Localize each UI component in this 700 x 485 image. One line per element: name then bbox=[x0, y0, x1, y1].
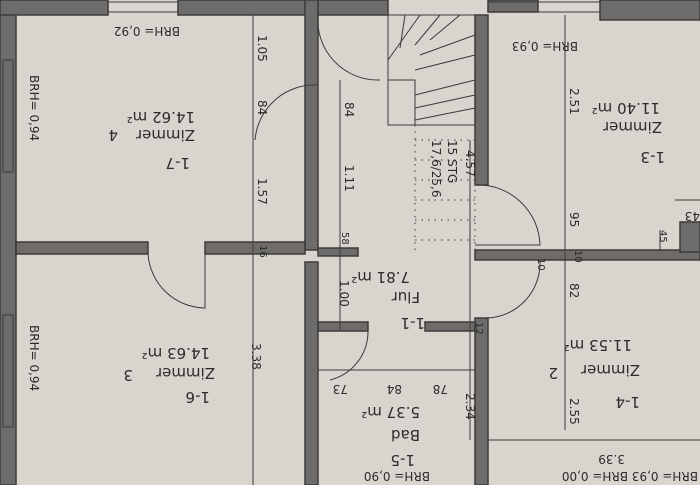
dimension-label: 84 bbox=[255, 100, 269, 115]
dimension-label: 1.00 bbox=[337, 280, 351, 307]
room-area: 7.81 m² bbox=[351, 268, 410, 286]
dimension-label: 1.11 bbox=[342, 165, 356, 192]
room-zimmer3: 1-6 Zimmer 14.63 m² 3 bbox=[123, 344, 215, 406]
room-number: 2 bbox=[548, 364, 558, 382]
room-area: 5.37 m² bbox=[361, 403, 420, 421]
brh-label: BRH= 0,90 bbox=[364, 469, 430, 483]
brh-labels: BRH= 0,92 BRH= 0,93 BRH= 0,94 BRH= 0,94 … bbox=[27, 24, 698, 483]
brh-label: BRH= 0,94 bbox=[27, 75, 41, 141]
brh-label: BRH= 0,92 bbox=[114, 24, 180, 38]
staircase bbox=[387, 14, 476, 250]
room-name: Zimmer bbox=[602, 118, 662, 136]
dimension-label: 2.55 bbox=[567, 398, 581, 425]
dimension-label: 43 bbox=[685, 209, 700, 223]
room-id: 1-3 bbox=[641, 148, 666, 166]
dimension-label: 82 bbox=[567, 283, 581, 298]
dimension-label: 1.05 bbox=[255, 35, 269, 62]
room-area: 11.40 m² bbox=[592, 99, 660, 117]
room-name: Flur bbox=[391, 288, 420, 306]
dimension-label: 2.51 bbox=[567, 88, 581, 115]
room-area: 11.53 m² bbox=[564, 336, 632, 354]
room-id: 1-1 bbox=[401, 314, 426, 332]
dimension-label: 78 bbox=[433, 382, 448, 396]
room-zimmer4: 1-7 Zimmer 14.62 m² 4 bbox=[108, 108, 195, 172]
room-area: 14.62 m² bbox=[127, 108, 195, 126]
dimension-label: 4.57 bbox=[463, 150, 477, 177]
dimension-label: 2.34 bbox=[463, 393, 477, 420]
room-id: 1-4 bbox=[616, 393, 641, 411]
dimension-label: 84 bbox=[387, 382, 402, 396]
dimension-label: 58 bbox=[339, 232, 350, 245]
dimension-label: 10 bbox=[535, 258, 546, 271]
dimension-label: 95 bbox=[567, 212, 581, 227]
dimension-lines bbox=[252, 15, 700, 485]
dimension-label: 12 bbox=[473, 322, 484, 335]
dimension-label: 84 bbox=[342, 102, 356, 117]
doors bbox=[147, 14, 541, 381]
dimension-label: 3.39 bbox=[598, 452, 625, 466]
room-name: Zimmer bbox=[155, 364, 215, 382]
stair-ratio: 17,6/25,6 bbox=[429, 140, 443, 197]
room-id: 1-7 bbox=[166, 154, 191, 172]
windows bbox=[2, 1, 601, 428]
stair-labels: 15 STG 17,6/25,6 bbox=[429, 140, 459, 197]
room-number: 4 bbox=[108, 126, 118, 144]
room-zimmer2: 1-4 Zimmer 11.53 m² 2 bbox=[548, 336, 640, 411]
room-zimmer1: 1-3 Zimmer 11.40 m² bbox=[592, 99, 665, 166]
dimension-label: 10 bbox=[572, 250, 583, 263]
dimension-labels: 1.05 84 1.57 16 3.38 84 1.11 58 1.00 73 … bbox=[249, 35, 700, 466]
room-name: Bad bbox=[391, 426, 420, 444]
room-flur: 1-1 Flur 7.81 m² bbox=[351, 268, 425, 332]
dimension-label: 45 bbox=[657, 230, 668, 243]
room-name: Zimmer bbox=[135, 126, 195, 144]
room-bad: 1-5 Bad 5.37 m² bbox=[361, 403, 420, 469]
dimension-label: 73 bbox=[333, 382, 348, 396]
dimension-label: 16 bbox=[257, 245, 268, 258]
room-area: 14.63 m² bbox=[142, 344, 210, 362]
dimension-label: 3.38 bbox=[249, 343, 263, 370]
room-id: 1-5 bbox=[391, 451, 416, 469]
brh-label: BRH= 0,93 bbox=[512, 39, 578, 53]
room-id: 1-6 bbox=[186, 388, 211, 406]
room-name: Zimmer bbox=[580, 361, 640, 379]
stair-steps: 15 STG bbox=[445, 140, 459, 183]
room-number: 3 bbox=[123, 366, 133, 384]
brh-label: BRH= 0,94 bbox=[27, 325, 41, 391]
dimension-label: 1.57 bbox=[255, 178, 269, 205]
brh-label: BRH= 0,93 BRH= 0,00 bbox=[562, 469, 698, 483]
